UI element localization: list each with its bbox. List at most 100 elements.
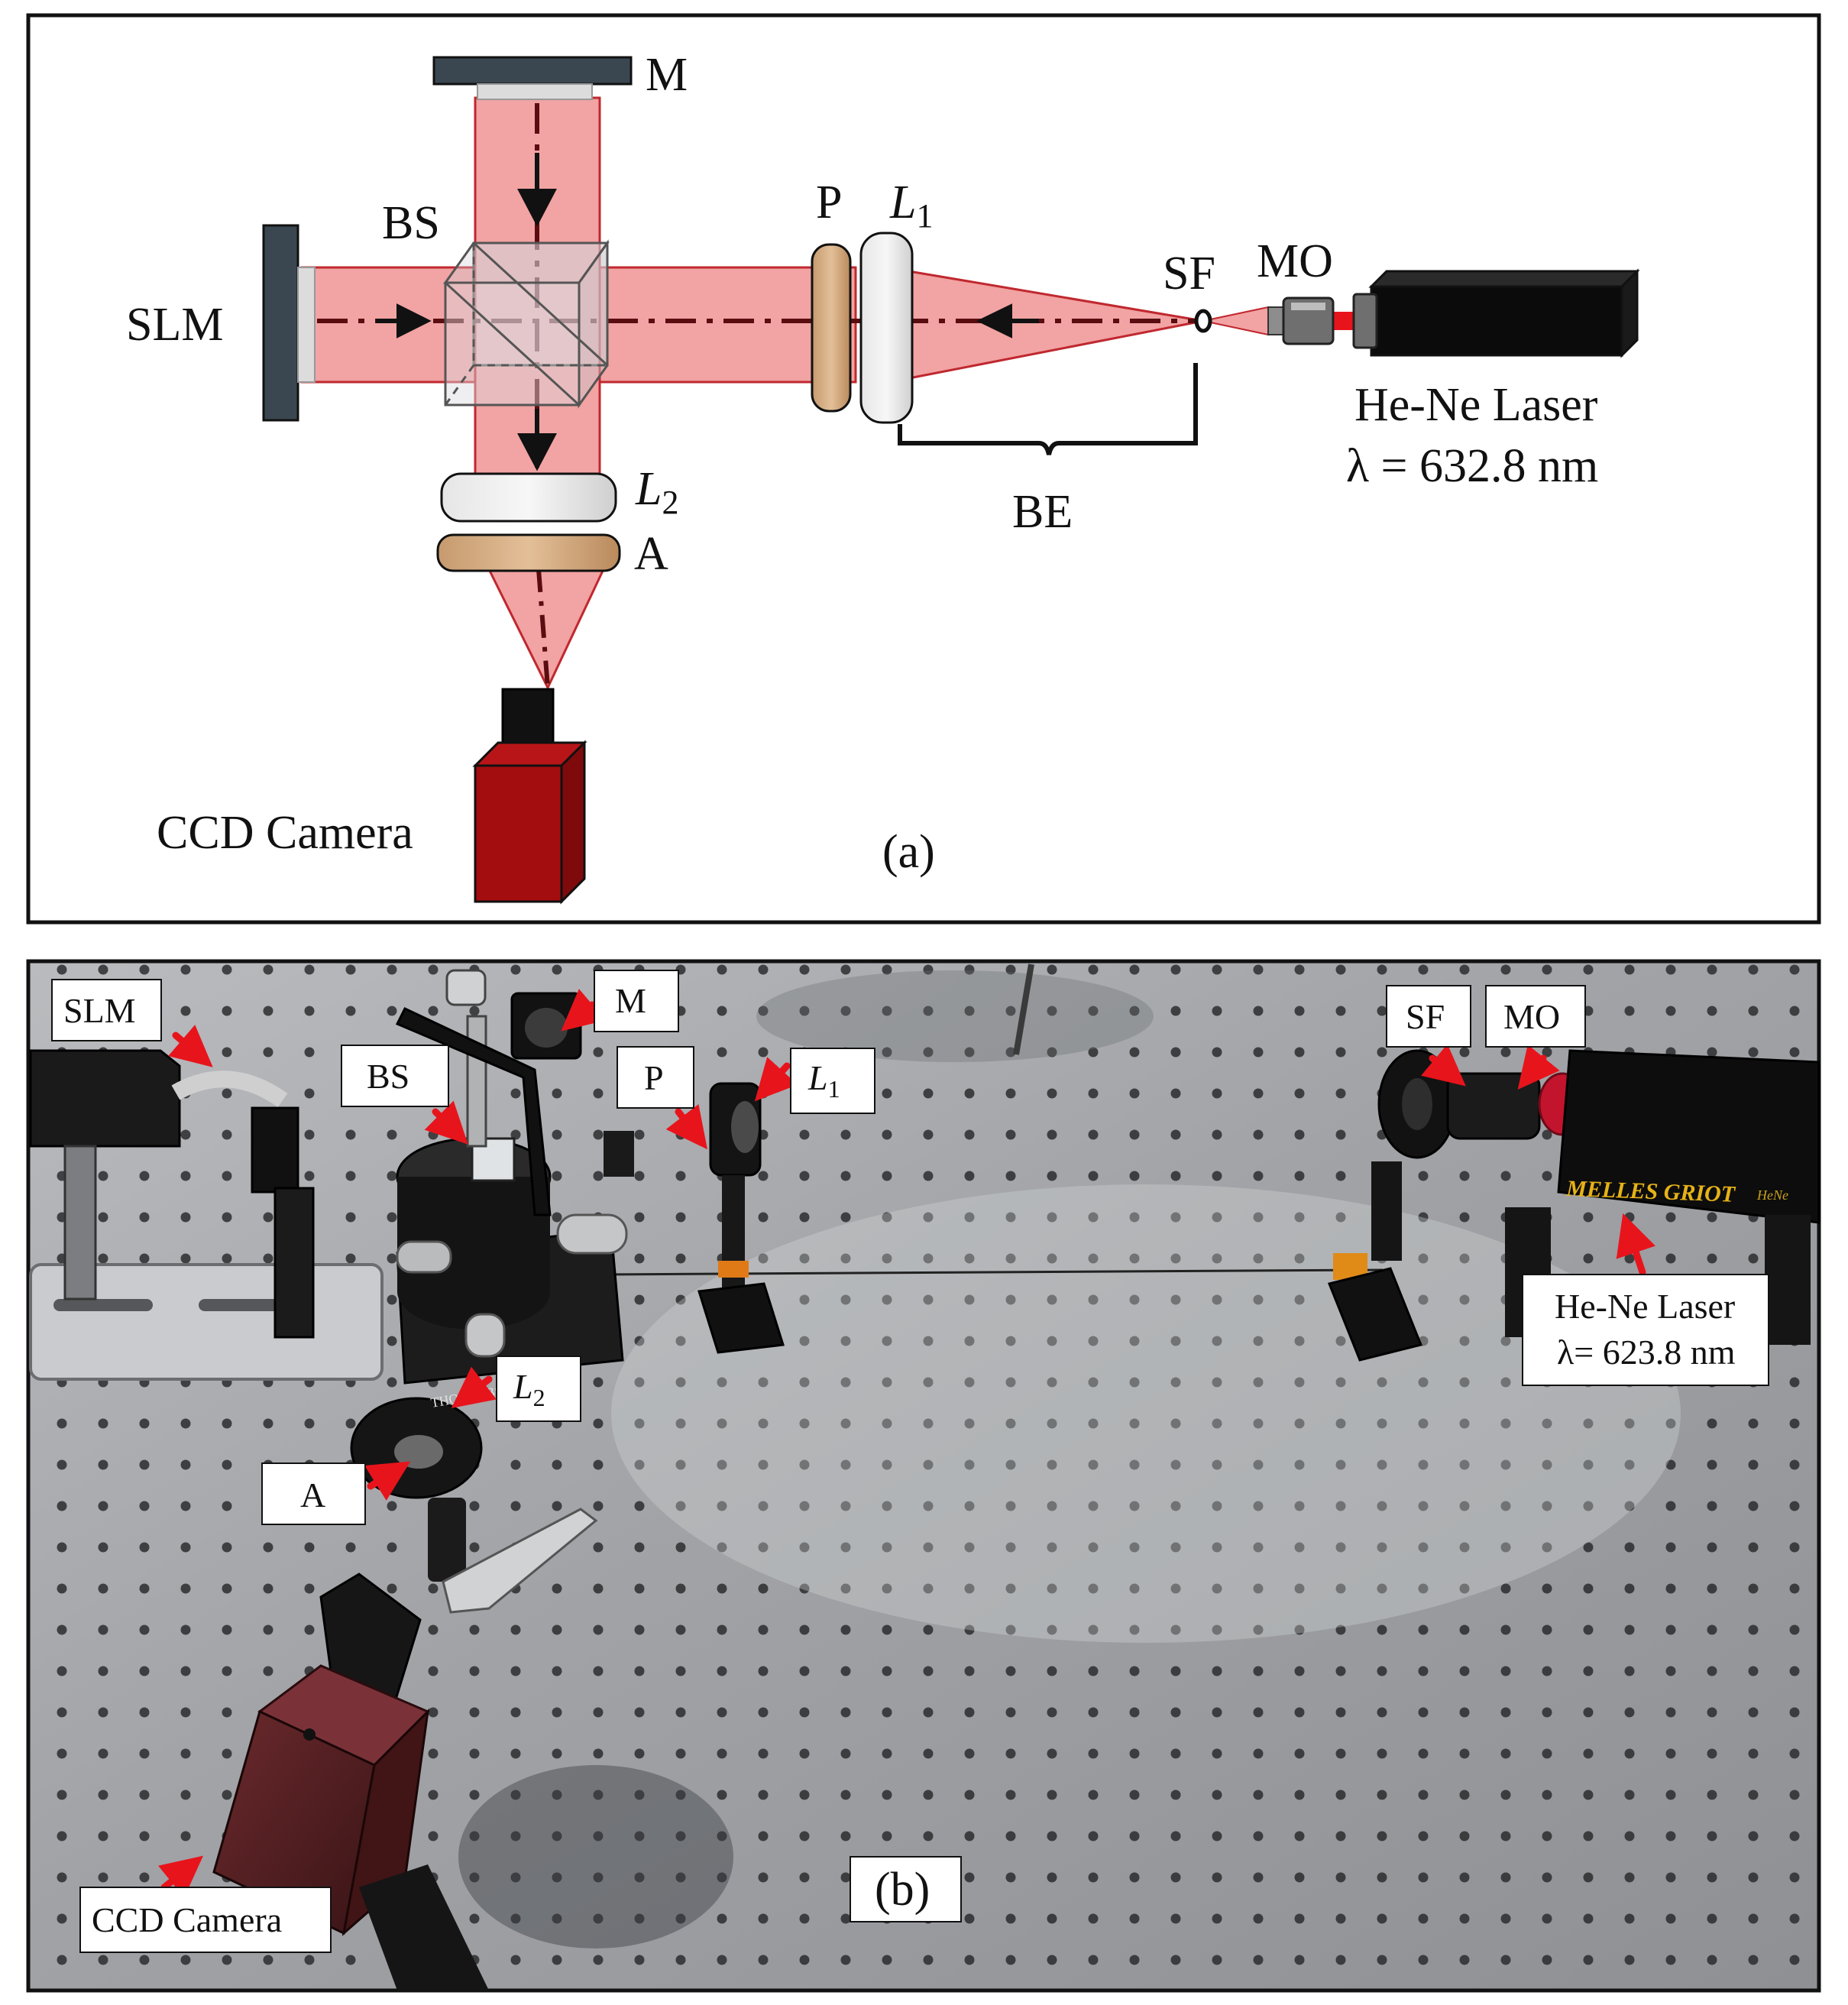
box-caption-b bbox=[850, 1856, 962, 1922]
label-a-lens2-sub: 2 bbox=[662, 484, 678, 521]
label-a-laser-name: He-Ne Laser bbox=[1354, 379, 1598, 431]
sf-post bbox=[1371, 1161, 1402, 1261]
camera-shadow bbox=[458, 1765, 733, 1948]
box-slm bbox=[51, 979, 162, 1041]
laser-assembly-photo: MELLES GRIOT HeNe bbox=[1327, 1049, 1820, 1362]
label-b-lens2-base: L bbox=[513, 1367, 533, 1406]
box-l1 bbox=[790, 1048, 875, 1114]
arrow-down-upper-icon bbox=[517, 189, 557, 227]
lens-l1 bbox=[859, 232, 914, 424]
slm-head bbox=[29, 1049, 181, 1148]
l2-a-post bbox=[428, 1498, 466, 1582]
arrow-mo bbox=[1517, 1045, 1560, 1090]
camera-front-face bbox=[474, 764, 563, 903]
caption-b: (b) bbox=[875, 1864, 930, 1916]
p-l1-base bbox=[697, 1282, 785, 1354]
slm-assembly-photo bbox=[29, 1049, 384, 1381]
label-a-polarizer: P bbox=[816, 177, 842, 228]
label-a-analyzer: A bbox=[634, 528, 668, 580]
sf-post-base bbox=[1327, 1267, 1423, 1362]
bs-stage-photo bbox=[395, 969, 634, 1385]
spatial-filter-pinhole bbox=[1194, 309, 1212, 333]
label-a-lens1-base: L bbox=[889, 177, 916, 228]
mirror-m bbox=[432, 56, 633, 100]
slm-post-right bbox=[273, 1187, 315, 1339]
label-a-microscope-objective: MO bbox=[1257, 235, 1333, 287]
label-b-polarizer: P bbox=[644, 1058, 664, 1097]
stage-knob-right bbox=[556, 1213, 628, 1255]
laser-body-photo bbox=[1557, 1049, 1820, 1224]
laser-top-face bbox=[1368, 270, 1640, 288]
box-polarizer bbox=[617, 1046, 694, 1109]
slm-post-left bbox=[63, 1145, 97, 1300]
label-a-camera: CCD Camera bbox=[157, 807, 413, 859]
caption-a: (a) bbox=[882, 826, 935, 878]
polarizer-p bbox=[811, 243, 852, 413]
label-b-camera: CCD Camera bbox=[92, 1900, 282, 1939]
label-boxes bbox=[51, 970, 1769, 1953]
arrow-bs bbox=[424, 1100, 468, 1145]
lens-l2 bbox=[440, 472, 617, 523]
slm-panel bbox=[297, 267, 316, 383]
beam-laser-output bbox=[1333, 312, 1354, 330]
label-a-lens2: L2 bbox=[635, 463, 678, 521]
laser-post-right bbox=[1765, 1215, 1811, 1345]
laser-aperture bbox=[1352, 293, 1378, 349]
mo-barrel-photo bbox=[1446, 1072, 1541, 1140]
slm-ribbon-cable bbox=[171, 1071, 288, 1108]
arrow-left-be-icon bbox=[976, 303, 1012, 338]
arrow-camera bbox=[158, 1855, 203, 1898]
label-b-lens2: L2 bbox=[513, 1367, 545, 1411]
laser-side-face bbox=[1620, 268, 1639, 358]
label-a-slm: SLM bbox=[126, 299, 223, 351]
label-b-lens1: L1 bbox=[807, 1058, 840, 1103]
box-mo bbox=[1485, 985, 1586, 1048]
label-b-beam-splitter: BS bbox=[367, 1057, 409, 1096]
arrow-down-lower-icon bbox=[517, 433, 557, 471]
label-b-laser-name: He-Ne Laser bbox=[1555, 1287, 1735, 1326]
pointer-arrows bbox=[158, 989, 1655, 1898]
bs-diagonal-front bbox=[444, 281, 581, 407]
label-b-microscope-objective: MO bbox=[1503, 997, 1560, 1036]
arrow-slm bbox=[168, 1025, 213, 1067]
slm-device bbox=[262, 224, 316, 422]
axis-camera-cone bbox=[536, 568, 550, 688]
arrow-right-slm-icon bbox=[396, 303, 432, 338]
label-a-beam-splitter: BS bbox=[382, 197, 440, 249]
label-b-laser-wavelength: λ= 623.8 nm bbox=[1557, 1333, 1736, 1372]
bs-diagonal-back bbox=[472, 241, 609, 367]
arrow-analyzer bbox=[364, 1461, 411, 1501]
mirror-m-plate bbox=[432, 56, 633, 86]
arrow-laser bbox=[1616, 1213, 1655, 1276]
slm-slot-2 bbox=[199, 1299, 298, 1311]
label-b-mirror: M bbox=[615, 981, 646, 1020]
l2-a-clamp bbox=[442, 1508, 598, 1614]
label-a-lens1-sub: 1 bbox=[916, 197, 933, 235]
table-stain bbox=[756, 970, 1154, 1062]
table-shine bbox=[611, 1184, 1681, 1643]
arrow-l1 bbox=[754, 1057, 798, 1102]
camera-mount-hole bbox=[303, 1728, 316, 1741]
he-ne-laser bbox=[1352, 268, 1640, 358]
slm-slot-1 bbox=[53, 1299, 153, 1311]
analyzer-a bbox=[436, 533, 621, 572]
laser-brand-text: MELLES GRIOT bbox=[1565, 1176, 1737, 1207]
p-l1-optic bbox=[731, 1101, 759, 1153]
arrow-mirror bbox=[561, 989, 606, 1032]
stage-knob-front bbox=[464, 1313, 506, 1358]
panel-a: M BS SLM P L1 SF MO He-Ne Laser λ = 632.… bbox=[26, 13, 1821, 925]
box-bs bbox=[341, 1045, 449, 1107]
panel-b: MELLES GRIOT HeNe THORLABS bbox=[26, 959, 1821, 1993]
camera-side-face bbox=[560, 740, 586, 905]
label-a-beam-expander: BE bbox=[1012, 486, 1073, 538]
direction-arrows bbox=[376, 153, 1039, 471]
bs-post bbox=[466, 1015, 487, 1148]
p-l1-label-tag bbox=[718, 1261, 749, 1278]
camera-tripod bbox=[359, 1864, 489, 1990]
table-leg-back bbox=[1013, 964, 1034, 1055]
laser-front-face bbox=[1370, 285, 1623, 357]
slm-plate bbox=[262, 224, 299, 422]
box-sf bbox=[1386, 985, 1471, 1048]
box-l2 bbox=[496, 1356, 581, 1422]
